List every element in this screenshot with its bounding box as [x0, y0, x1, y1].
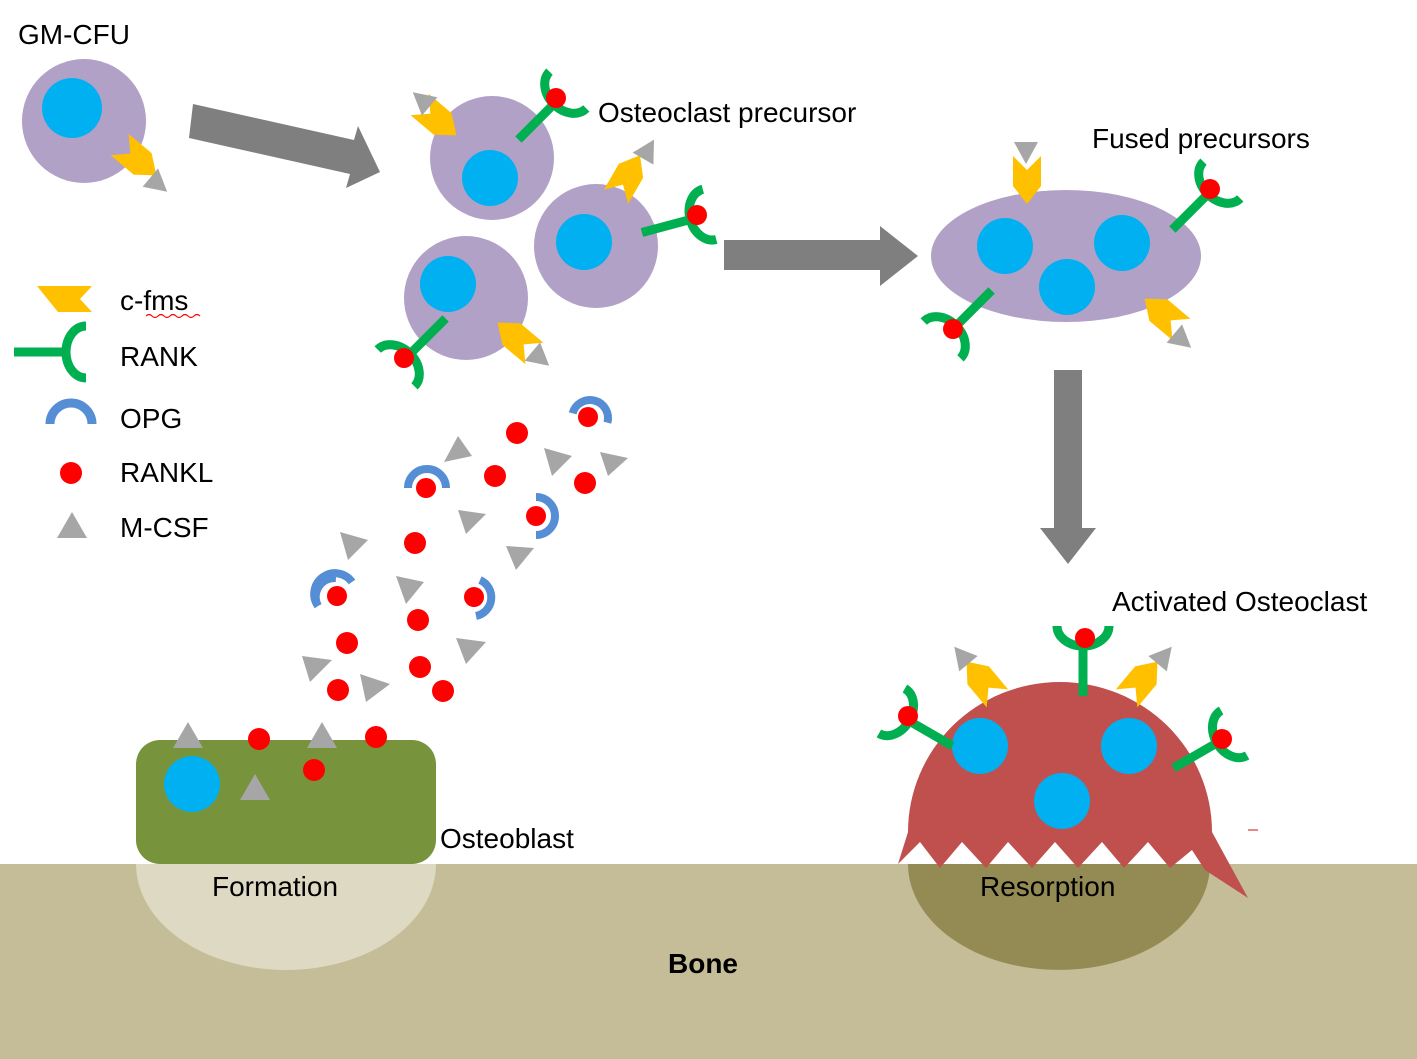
nucleus	[1101, 718, 1157, 774]
rankl-ligand	[303, 759, 325, 781]
nucleus	[952, 718, 1008, 774]
arrow-to-fused	[724, 226, 918, 286]
labels: GM-CFU Osteoclast precursor Fused precur…	[18, 19, 1367, 979]
rankl-ligand	[409, 656, 431, 678]
rankl-ligand	[407, 609, 429, 631]
gm-cfu-label: GM-CFU	[18, 19, 130, 50]
nucleus	[1039, 259, 1095, 315]
rankl-bound	[1200, 179, 1220, 199]
secreted-factors	[302, 396, 628, 702]
mcsf-ligand	[307, 722, 337, 748]
legend-cfms-label: c-fms	[120, 285, 188, 316]
mcsf-icon	[57, 512, 87, 538]
rankl-ligand	[574, 472, 596, 494]
mcsf-ligand	[458, 510, 486, 534]
mcsf-ligand	[396, 576, 424, 604]
rankl-ligand	[248, 728, 270, 750]
mcsf-ligand	[444, 436, 472, 462]
mcsf-ligand	[456, 638, 486, 664]
rankl-ligand	[336, 632, 358, 654]
mcsf-ligand	[506, 546, 534, 570]
mcsf-ligand	[600, 452, 628, 476]
nucleus	[1034, 773, 1090, 829]
rank-icon	[14, 321, 87, 383]
fused-precursors-cell	[924, 142, 1241, 358]
mcsf-ligand	[1166, 324, 1199, 357]
rankl-bound	[1212, 729, 1232, 749]
mcsf-ligand	[302, 656, 332, 682]
osteoblast-label: Osteoblast	[440, 823, 574, 854]
formation-label: Formation	[212, 871, 338, 902]
opg-rankl-complex	[404, 465, 450, 498]
mcsf-ligand	[240, 774, 270, 800]
opg-rankl-complex	[568, 396, 612, 427]
nucleus	[164, 756, 220, 812]
mcsf-ligand	[360, 674, 390, 702]
opg-rankl-complex	[526, 493, 559, 539]
fused-precursors-label: Fused precursors	[1092, 123, 1310, 154]
formation-pit	[136, 864, 436, 970]
cfms-spellcheck-underline	[145, 313, 201, 319]
mcsf-ligand	[524, 342, 557, 375]
nucleus	[556, 214, 612, 270]
nucleus	[1094, 215, 1150, 271]
mcsf-ligand	[544, 448, 572, 476]
rankl-bound	[394, 348, 414, 368]
rankl-ligand	[506, 422, 528, 444]
rankl-ligand	[404, 532, 426, 554]
rankl-ligand	[484, 465, 506, 487]
activated-osteoclast-label: Activated Osteoclast	[1112, 586, 1367, 617]
bone-label: Bone	[668, 948, 738, 979]
legend-rank-label: RANK	[120, 341, 198, 372]
legend: c-fms RANK OPG RANKL M-CSF	[14, 285, 213, 543]
rankl-ligand	[432, 680, 454, 702]
legend-opg-label: OPG	[120, 403, 182, 434]
mcsf-ligand	[340, 532, 368, 560]
rankl-bound	[898, 706, 918, 726]
cfms-icon	[37, 286, 92, 312]
opg-icon	[45, 398, 97, 425]
activated-osteoclast-cell	[879, 626, 1258, 898]
rankl-ligand	[365, 726, 387, 748]
legend-rankl-label: RANKL	[120, 457, 213, 488]
osteoclast-precursor-label: Osteoclast precursor	[598, 97, 856, 128]
nucleus	[42, 78, 102, 138]
opg-rankl-complex	[464, 576, 496, 620]
opg-rankl-complex	[310, 569, 356, 609]
rankl-icon	[60, 462, 82, 484]
osteoclast-precursor-cluster	[378, 72, 717, 387]
gm-cfu-cell	[22, 59, 175, 201]
resorption-label: Resorption	[980, 871, 1115, 902]
mcsf-ligand	[173, 722, 203, 748]
rankl-bound	[943, 319, 963, 339]
rankl-bound	[546, 88, 566, 108]
bone-layer	[0, 864, 1417, 1059]
nucleus	[420, 256, 476, 312]
rankl-bound	[1075, 628, 1095, 648]
nucleus	[462, 150, 518, 206]
rankl-ligand	[327, 679, 349, 701]
nucleus	[977, 218, 1033, 274]
arrow-to-precursor	[189, 104, 380, 188]
rankl-bound	[687, 205, 707, 225]
osteoblast-cell	[136, 722, 436, 864]
process-arrows	[189, 104, 1096, 564]
arrow-to-activated	[1040, 370, 1096, 564]
legend-mcsf-label: M-CSF	[120, 512, 209, 543]
resorption-pit	[908, 864, 1210, 970]
